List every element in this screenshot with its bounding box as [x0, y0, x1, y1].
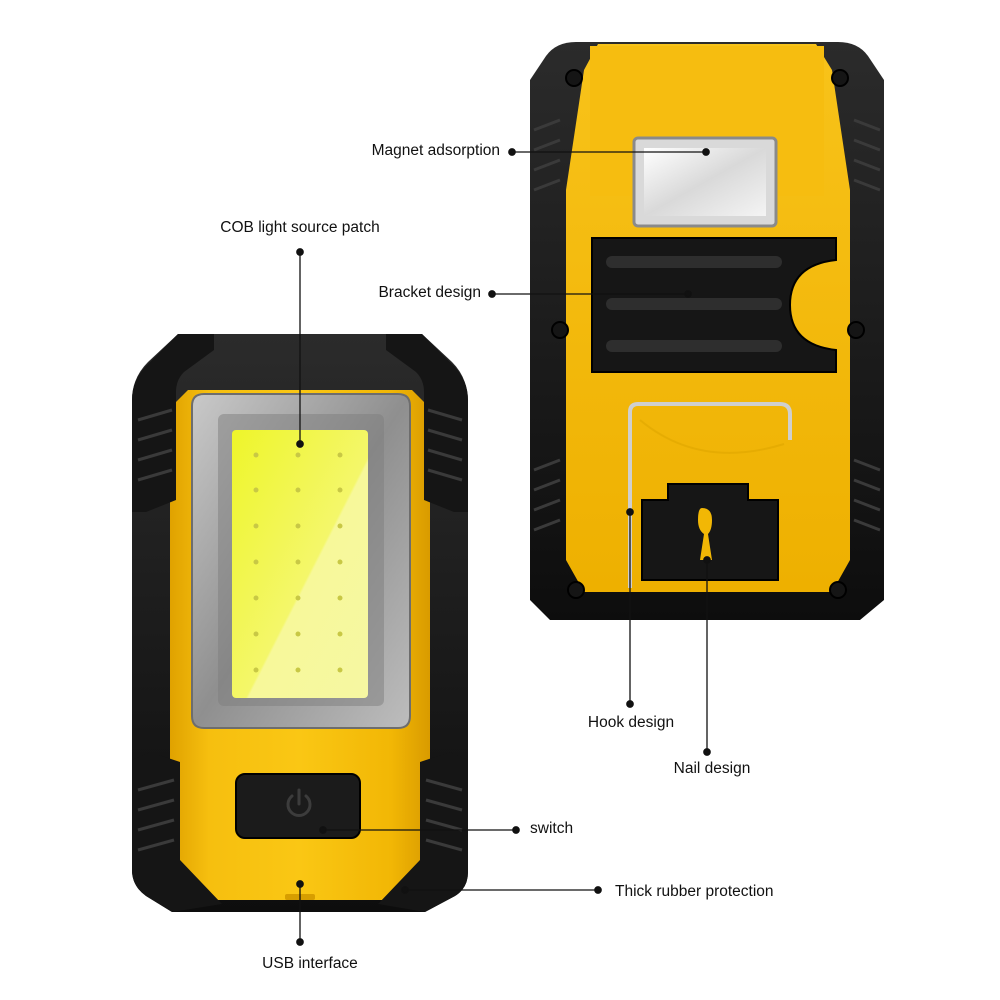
callout-leaders [296, 148, 711, 946]
back-lamp [530, 42, 884, 620]
callout-thick-rubber-protection: Thick rubber protection [615, 883, 774, 900]
callout-bracket-design: Bracket design [378, 284, 481, 301]
front-bumper-bottom-right [378, 752, 468, 912]
callout-cob-light-source: COB light source patch [220, 219, 380, 236]
hook-wire [628, 402, 792, 588]
cob-light-panel [232, 430, 368, 698]
power-switch-button[interactable] [235, 773, 361, 839]
front-bumper-top-right [386, 334, 468, 512]
screw-holes [551, 69, 865, 599]
callout-magnet-adsorption: Magnet adsorption [371, 142, 500, 159]
callout-hook-design: Hook design [587, 714, 675, 731]
power-icon [286, 788, 312, 817]
front-lamp [132, 334, 468, 912]
callout-switch: switch [530, 820, 574, 837]
callout-nail-design: Nail design [673, 760, 751, 777]
nail-mount [641, 483, 779, 581]
front-bumper-top-left [132, 334, 214, 512]
front-bumper-bottom-left [132, 752, 222, 912]
callout-usb-interface: USB interface [262, 955, 358, 972]
cob-led-dots [253, 452, 343, 673]
keyhole-slot [698, 508, 712, 560]
